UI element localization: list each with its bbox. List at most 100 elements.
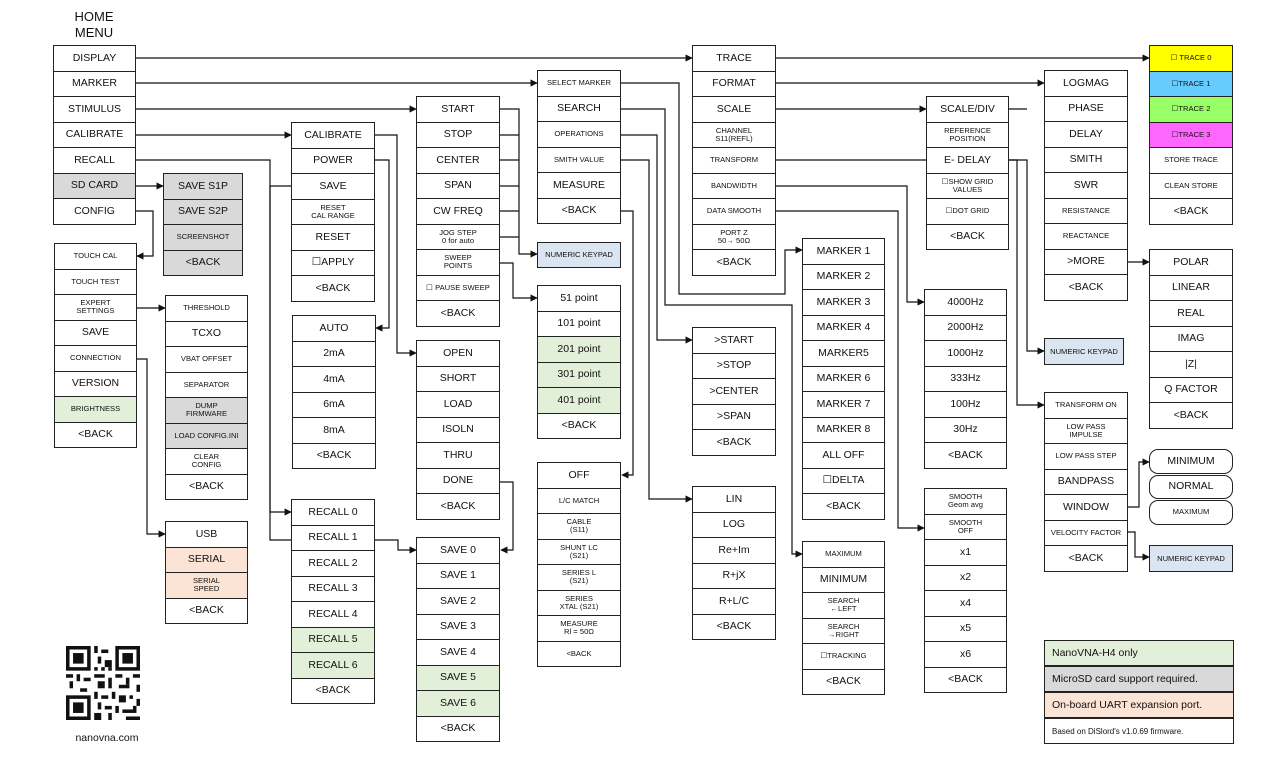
menu-item-format-reactance: REACTANCE <box>1044 223 1128 250</box>
menu-item-scale-show-grid-values: ☐SHOW GRID VALUES <box>926 172 1009 199</box>
menu-item-bandwidth-30hz: 30Hz <box>924 416 1007 443</box>
menu-item-format-smith: SMITH <box>1044 146 1128 173</box>
menu-item-more-linear: LINEAR <box>1149 274 1233 301</box>
link-config <box>136 210 154 260</box>
menu-item-format-logmag: LOGMAG <box>1044 70 1128 97</box>
menu-item-recall-recall-1: RECALL 1 <box>291 524 375 551</box>
menu-item-transform-transform-on: TRANSFORM ON <box>1044 392 1128 419</box>
menu-item-trace-trace-0: ☐ TRACE 0 <box>1149 45 1233 72</box>
menu-item-expert-clear-config: CLEAR CONFIG <box>165 448 248 475</box>
menu-item-display-transform: TRANSFORM <box>692 147 776 174</box>
menu-item-measure-series-xtal-s21: SERIES XTAL (S21) <box>537 589 621 616</box>
menu-item-trace-store-trace: STORE TRACE <box>1149 147 1233 174</box>
menu-item-window-normal: NORMAL <box>1149 474 1233 499</box>
menu-item-keypad1-numeric-keypad: NUMERIC KEYPAD <box>537 242 621 268</box>
menu-item-points-301-point: 301 point <box>537 361 621 388</box>
menu-item-trace-back: <BACK <box>1149 198 1233 225</box>
menu-item-display-port-z-50-50: PORT Z 50→ 50Ω <box>692 223 776 250</box>
menu-item-save-back: <BACK <box>416 715 500 742</box>
menu-item-save-save-1: SAVE 1 <box>416 562 500 589</box>
menu-item-measure-l-c-match: L/C MATCH <box>537 487 621 514</box>
menu-item-search-back: <BACK <box>802 668 885 695</box>
menu-item-smith-r-l-c: R+L/C <box>692 588 776 615</box>
menu-item-home-config: CONFIG <box>53 198 136 225</box>
menu-item-display-back: <BACK <box>692 249 776 276</box>
menu-item-stimulus-start: START <box>416 96 500 123</box>
menu-item-calsteps-load: LOAD <box>416 391 500 418</box>
menu-item-save-save-2: SAVE 2 <box>416 588 500 615</box>
menu-item-selmarker-marker5: MARKER5 <box>802 340 885 367</box>
menu-item-selmarker-marker-2: MARKER 2 <box>802 263 885 290</box>
menu-item-smith-lin: LIN <box>692 486 776 513</box>
menu-item-home-marker: MARKER <box>53 70 136 97</box>
legend-item-h4: NanoVNA-H4 only <box>1044 640 1234 666</box>
menu-item-smooth-x4: x4 <box>924 590 1007 617</box>
menu-item-config-brightness: BRIGHTNESS <box>54 396 137 423</box>
menu-item-power-4ma: 4mA <box>292 366 376 393</box>
menu-item-marker-search: SEARCH <box>537 95 621 122</box>
menu-item-transform-window: WINDOW <box>1044 494 1128 521</box>
menu-item-keypad3-numeric-keypad: NUMERIC KEYPAD <box>1149 545 1233 572</box>
home-menu-title: HOME MENU <box>74 9 114 41</box>
link-smith <box>621 159 693 503</box>
menu-item-trace-trace-2: ☐TRACE 2 <box>1149 96 1233 123</box>
menu-item-power-8ma: 8mA <box>292 417 376 444</box>
menu-item-trace-trace-1: ☐TRACE 1 <box>1149 70 1233 97</box>
link-cal-save <box>269 185 416 550</box>
menu-item-config-back: <BACK <box>54 421 137 448</box>
menu-item-smith-r-jx: R+jX <box>692 562 776 589</box>
link-points <box>500 262 538 302</box>
menu-item-more-q-factor: Q FACTOR <box>1149 376 1233 403</box>
menu-item-operations-stop: >STOP <box>692 352 776 379</box>
menu-item-trace-trace-3: ☐TRACE 3 <box>1149 121 1233 148</box>
menu-item-search-maximum: MAXIMUM <box>802 541 885 568</box>
menu-item-more-real: REAL <box>1149 300 1233 327</box>
menu-item-home-stimulus: STIMULUS <box>53 96 136 123</box>
menu-item-home-sd-card: SD CARD <box>53 172 136 199</box>
menu-item-selmarker-marker-4: MARKER 4 <box>802 314 885 341</box>
menu-item-display-bandwidth: BANDWIDTH <box>692 172 776 199</box>
menu-item-scale-reference-position: REFERENCE POSITION <box>926 121 1009 148</box>
menu-item-smooth-x6: x6 <box>924 641 1007 668</box>
menu-item-search-minimum: MINIMUM <box>802 566 885 593</box>
menu-item-recall-recall-3: RECALL 3 <box>291 575 375 602</box>
menu-item-measure-shunt-lc-s21: SHUNT LC (S21) <box>537 538 621 565</box>
menu-item-format-resistance: RESISTANCE <box>1044 197 1128 224</box>
menu-item-home-calibrate: CALIBRATE <box>53 121 136 148</box>
menu-item-bandwidth-100hz: 100Hz <box>924 391 1007 418</box>
menu-item-scale-scale-div: SCALE/DIV <box>926 96 1009 123</box>
menu-item-format-phase: PHASE <box>1044 95 1128 122</box>
menu-item-smooth-smooth-geom-avg: SMOOTH Geom avg <box>924 488 1007 515</box>
menu-item-save-save-5: SAVE 5 <box>416 664 500 691</box>
link-measure <box>621 210 634 479</box>
link-smooth <box>776 210 925 532</box>
menu-item-calibrate-apply: ☐APPLY <box>291 249 375 276</box>
menu-item-operations-span: >SPAN <box>692 403 776 430</box>
menu-item-smooth-smooth-off: SMOOTH OFF <box>924 513 1007 540</box>
menu-item-config-save: SAVE <box>54 319 137 346</box>
menu-item-home-recall: RECALL <box>53 147 136 174</box>
menu-item-transform-low-pass-step: LOW PASS STEP <box>1044 443 1128 470</box>
menu-item-config-expert-settings: EXPERT SETTINGS <box>54 294 137 321</box>
link-bandwidth <box>776 185 925 306</box>
menu-item-stimulus-sweep-points: SWEEP POINTS <box>416 249 500 276</box>
menu-item-smooth-x2: x2 <box>924 564 1007 591</box>
link-connection <box>136 358 166 538</box>
menu-item-power-2ma: 2mA <box>292 340 376 367</box>
menu-item-calibrate-save: SAVE <box>291 173 375 200</box>
menu-item-selmarker-marker-3: MARKER 3 <box>802 289 885 316</box>
menu-item-measure-back: <BACK <box>537 640 621 667</box>
